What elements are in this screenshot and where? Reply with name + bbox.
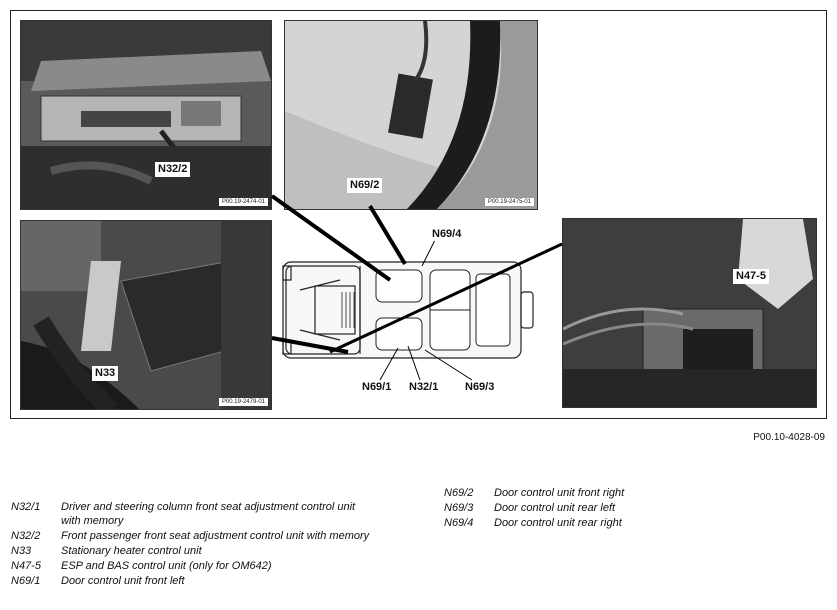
legend-item: N32/1 Driver and steering column front s… (11, 500, 391, 528)
legend-code: N32/1 (11, 501, 41, 513)
photo-esp-control-unit-image (563, 219, 816, 407)
callout-n33: N33 (92, 366, 119, 381)
photo-code: P00.19-2475-01 (484, 198, 534, 206)
label-n69-4: N69/4 (430, 228, 464, 241)
legend-text: ESP and BAS control unit (only for OM642… (61, 560, 272, 572)
legend-item: N47-5 ESP and BAS control unit (only for… (11, 559, 391, 573)
legend-code: N32/2 (11, 530, 41, 542)
photo-door-control-unit-image (285, 21, 537, 209)
legend-item: N69/4 Door control unit rear right (444, 516, 824, 530)
legend-text: Stationary heater control unit (61, 545, 202, 557)
legend-text: Front passenger front seat adjustment co… (61, 530, 370, 542)
photo-door-control-unit: N69/2 P00.19-2475-01 (284, 20, 538, 210)
legend-text: Door control unit rear left (494, 502, 616, 514)
photo-heater-control-unit: N33 P00.19-2479-01 (20, 220, 272, 410)
label-n69-1: N69/1 (360, 381, 394, 394)
legend-item: N69/3 Door control unit rear left (444, 501, 824, 515)
legend-code: N69/4 (444, 517, 474, 529)
document-code: P00.10-4028-09 (753, 432, 825, 443)
photo-seat-control-unit: N32/2 P00.19-2474-01 (20, 20, 272, 210)
legend-text: Driver and steering column front seat ad… (61, 501, 356, 527)
photo-esp-control-unit: N47-5 (562, 218, 817, 408)
photo-heater-control-unit-image (21, 221, 271, 409)
legend-code: N69/1 (11, 575, 41, 587)
label-n32-1: N32/1 (407, 381, 441, 394)
legend-item: N69/2 Door control unit front right (444, 486, 824, 500)
callout-n69-2: N69/2 (347, 178, 383, 193)
callout-n32-2: N32/2 (155, 162, 191, 177)
legend-left: N32/1 Driver and steering column front s… (11, 500, 391, 589)
legend-code: N69/2 (444, 487, 474, 499)
photo-seat-control-unit-image (21, 21, 271, 209)
label-n69-3: N69/3 (463, 381, 497, 394)
legend-text: Door control unit rear right (494, 517, 622, 529)
photo-code: P00.19-2474-01 (218, 198, 268, 206)
legend-text: Door control unit front left (61, 575, 185, 587)
callout-n47-5: N47-5 (733, 269, 769, 284)
legend-item: N33 Stationary heater control unit (11, 544, 391, 558)
photo-code: P00.19-2479-01 (218, 398, 268, 406)
legend-code: N47-5 (11, 560, 41, 572)
legend-right: N69/2 Door control unit front right N69/… (444, 486, 824, 531)
legend-item: N69/1 Door control unit front left (11, 574, 391, 588)
legend-text: Door control unit front right (494, 487, 625, 499)
legend-item: N32/2 Front passenger front seat adjustm… (11, 529, 391, 543)
legend-code: N69/3 (444, 502, 474, 514)
legend-code: N33 (11, 545, 32, 557)
